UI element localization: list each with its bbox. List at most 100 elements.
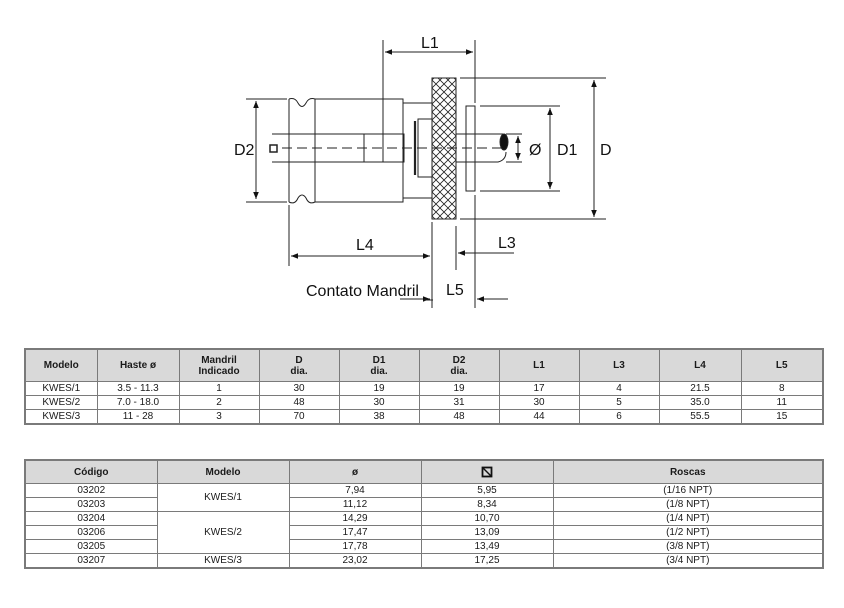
cell-l5: 15 <box>740 409 824 425</box>
cell-mandril: 3 <box>178 409 260 425</box>
header-l4: L4 <box>658 348 742 382</box>
cell-haste: 11 - 28 <box>96 409 180 425</box>
label-l1: L1 <box>421 35 439 52</box>
cell-l3: 5 <box>578 395 660 410</box>
cell-codigo: 03204 <box>24 511 158 526</box>
header-quadrado <box>420 459 554 484</box>
cell-diametro: 23,02 <box>288 553 422 569</box>
cell-codigo: 03207 <box>24 553 158 569</box>
cell-mandril: 1 <box>178 381 260 396</box>
cell-codigo: 03205 <box>24 539 158 554</box>
label-l3: L3 <box>498 235 516 252</box>
cell-modelo: KWES/2 <box>24 395 98 410</box>
cell-codigo: 03203 <box>24 497 158 512</box>
cell-mandril: 2 <box>178 395 260 410</box>
cell-rosca: (3/8 NPT) <box>552 539 824 554</box>
label-d2: D2 <box>234 142 255 159</box>
label-contato-mandril: Contato Mandril <box>306 283 419 300</box>
cell-d1: 30 <box>338 395 420 410</box>
cell-diametro: 17,78 <box>288 539 422 554</box>
cell-rosca: (1/8 NPT) <box>552 497 824 512</box>
adapter-body <box>314 98 404 203</box>
header-l3: L3 <box>578 348 660 382</box>
cell-diametro: 11,12 <box>288 497 422 512</box>
square-drive-icon <box>481 466 493 478</box>
cell-d1: 19 <box>338 381 420 396</box>
cell-rosca: (1/4 NPT) <box>552 511 824 526</box>
cell-l4: 55.5 <box>658 409 742 425</box>
header-modelo: Modelo <box>156 459 290 484</box>
cell-d2: 19 <box>418 381 500 396</box>
cell-diametro: 7,94 <box>288 483 422 498</box>
cell-haste: 3.5 - 11.3 <box>96 381 180 396</box>
header-modelo: Modelo <box>24 348 98 382</box>
header-haste: Haste ø <box>96 348 180 382</box>
cell-modelo: KWES/1 <box>24 381 98 396</box>
cell-l3: 6 <box>578 409 660 425</box>
cell-l4: 35.0 <box>658 395 742 410</box>
label-d1: D1 <box>557 142 578 159</box>
cell-quadrado: 13,09 <box>420 525 554 540</box>
cell-diametro: 17,47 <box>288 525 422 540</box>
cell-modelo: KWES/3 <box>24 409 98 425</box>
technical-drawing: L1 D2 Ø D1 D L4 L3 L5 Contato Mandril <box>234 35 612 308</box>
cell-l5: 11 <box>740 395 824 410</box>
cell-quadrado: 17,25 <box>420 553 554 569</box>
label-phi: Ø <box>529 142 541 159</box>
cell-d2: 48 <box>418 409 500 425</box>
header-codigo: Código <box>24 459 158 484</box>
cell-diametro: 14,29 <box>288 511 422 526</box>
cell-l1: 17 <box>498 381 580 396</box>
shank-collar <box>288 98 316 204</box>
cell-rosca: (1/16 NPT) <box>552 483 824 498</box>
label-l4: L4 <box>356 237 374 254</box>
cell-haste: 7.0 - 18.0 <box>96 395 180 410</box>
cell-modelo: KWES/3 <box>156 553 290 569</box>
header-l5: L5 <box>740 348 824 382</box>
cell-quadrado: 5,95 <box>420 483 554 498</box>
cell-d: 30 <box>258 381 340 396</box>
cell-quadrado: 10,70 <box>420 511 554 526</box>
cell-l4: 21.5 <box>658 381 742 396</box>
cell-l3: 4 <box>578 381 660 396</box>
cell-d2: 31 <box>418 395 500 410</box>
cell-l5: 8 <box>740 381 824 396</box>
label-l5: L5 <box>446 282 464 299</box>
cell-rosca: (3/4 NPT) <box>552 553 824 569</box>
cell-codigo: 03202 <box>24 483 158 498</box>
label-d: D <box>600 142 612 159</box>
cell-quadrado: 8,34 <box>420 497 554 512</box>
header-l1: L1 <box>498 348 580 382</box>
cell-l1: 30 <box>498 395 580 410</box>
cell-modelo: KWES/2 <box>156 511 290 554</box>
cell-codigo: 03206 <box>24 525 158 540</box>
cell-modelo: KWES/1 <box>156 483 290 512</box>
header-roscas: Roscas <box>552 459 824 484</box>
tap-end <box>499 133 509 151</box>
cell-l1: 44 <box>498 409 580 425</box>
square-drive-symbol <box>269 144 278 153</box>
cell-d: 48 <box>258 395 340 410</box>
codes-header-row: Código Modelo ø Roscas <box>24 459 824 484</box>
cell-d: 70 <box>258 409 340 425</box>
header-diametro: ø <box>288 459 422 484</box>
cell-quadrado: 13,49 <box>420 539 554 554</box>
cell-d1: 38 <box>338 409 420 425</box>
cell-rosca: (1/2 NPT) <box>552 525 824 540</box>
